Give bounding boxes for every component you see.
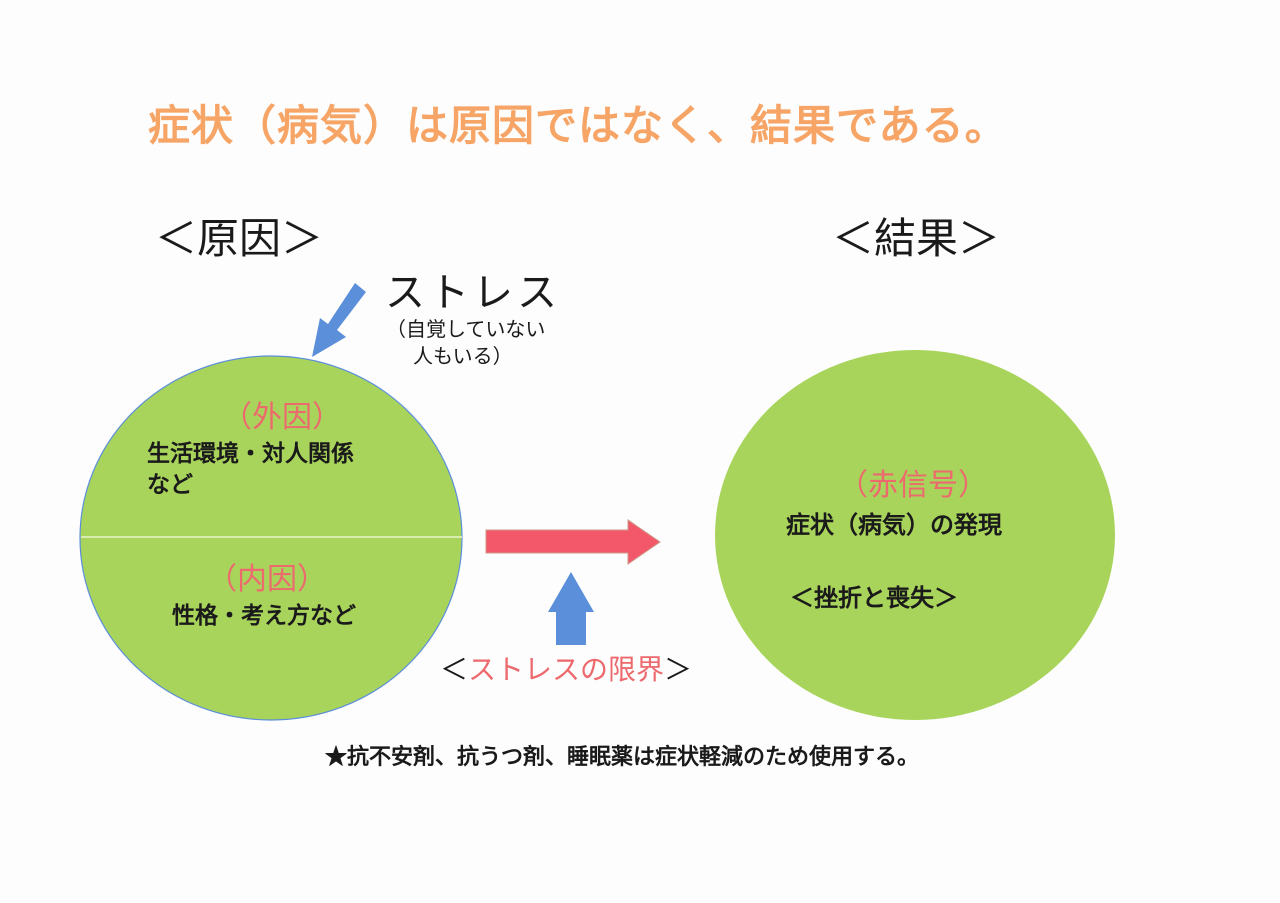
red-right-arrow [485,519,661,565]
symptom-onset-text: 症状（病気）の発現 [786,510,1002,539]
result-heading: ＜結果＞ [832,214,1001,263]
internal-cause-text: 性格・考え方など [172,602,356,629]
blue-up-arrow [548,572,594,645]
external-cause-line2: など [147,471,193,498]
external-cause-heading: （外因） [222,400,342,435]
stress-label: ストレス [385,270,561,316]
limit-text: ストレスの限界 [468,653,665,686]
stress-note-line2: 人もいる） [413,344,513,368]
result-circle [715,350,1115,720]
external-cause-line1: 生活環境・対人関係 [147,440,354,467]
stress-limit-label: ＜ストレスの限界＞ [440,648,692,688]
cause-heading: ＜原因＞ [155,214,324,263]
limit-open-bracket: ＜ [440,653,469,686]
medication-footnote: ★抗不安剤、抗うつ剤、睡眠薬は症状軽減のため使用する。 [325,744,920,770]
blue-diagonal-arrow [312,283,366,357]
red-signal-heading: （赤信号） [838,468,988,503]
setback-loss-text: ＜挫折と喪失＞ [790,583,958,612]
page-title: 症状（病気）は原因ではなく、結果である。 [148,101,1008,150]
internal-cause-heading: （内因） [207,562,327,597]
stress-note-line1: （自覚していない [386,317,546,341]
limit-close-bracket: ＞ [664,653,693,686]
